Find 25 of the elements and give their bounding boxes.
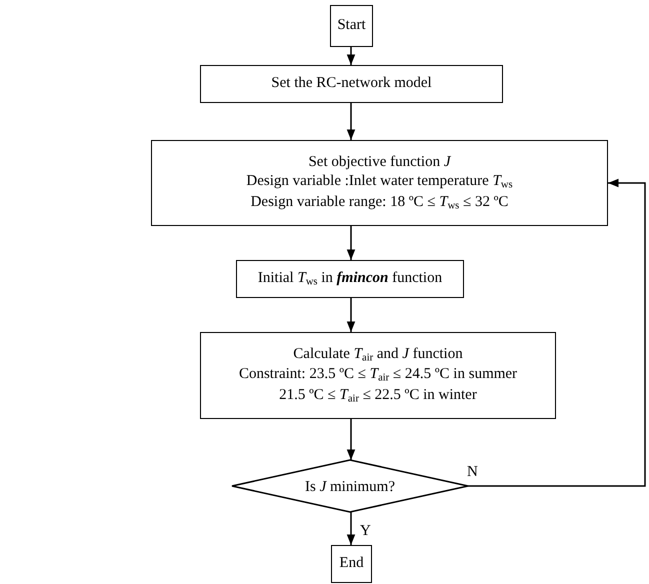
step-text: Initial T$_{ws}$ in fmincon function	[258, 268, 442, 290]
arrow	[346, 419, 356, 460]
decision-diamond	[231, 459, 469, 513]
step-text: Set the RC-network model	[271, 74, 432, 94]
process-box	[331, 545, 372, 583]
decision-text: Is J minimum?	[304, 478, 395, 498]
arrow	[346, 47, 356, 65]
step-text: 21.5 ºC ≤ T$_{air}$ ≤ 22.5 ºC in winter	[279, 386, 477, 406]
step-text: Set objective function J	[308, 152, 451, 172]
process-box	[236, 260, 464, 298]
process-box	[151, 140, 608, 226]
process-box	[330, 5, 373, 47]
step-text: Calculate T$_{air}$ and J function	[293, 345, 463, 366]
arrow	[346, 512, 356, 545]
step-text: Start	[337, 16, 366, 36]
arrow	[468, 178, 646, 487]
step-text: Design variable :Inlet water temperature T$_{ws}$	[246, 172, 513, 193]
process-box	[200, 332, 556, 419]
step-text: Design variable range: 18 ºC ≤ T$_{ws}$ ≤ 32 ºC	[250, 192, 508, 214]
arrow	[346, 226, 356, 260]
arrow	[346, 298, 356, 332]
arrow	[346, 103, 356, 140]
process-box	[200, 65, 503, 103]
step-text: End	[339, 554, 364, 574]
step-text: Constraint: 23.5 ºC ≤ T$_{air}$ ≤ 24.5 ºC in summer	[238, 365, 518, 386]
